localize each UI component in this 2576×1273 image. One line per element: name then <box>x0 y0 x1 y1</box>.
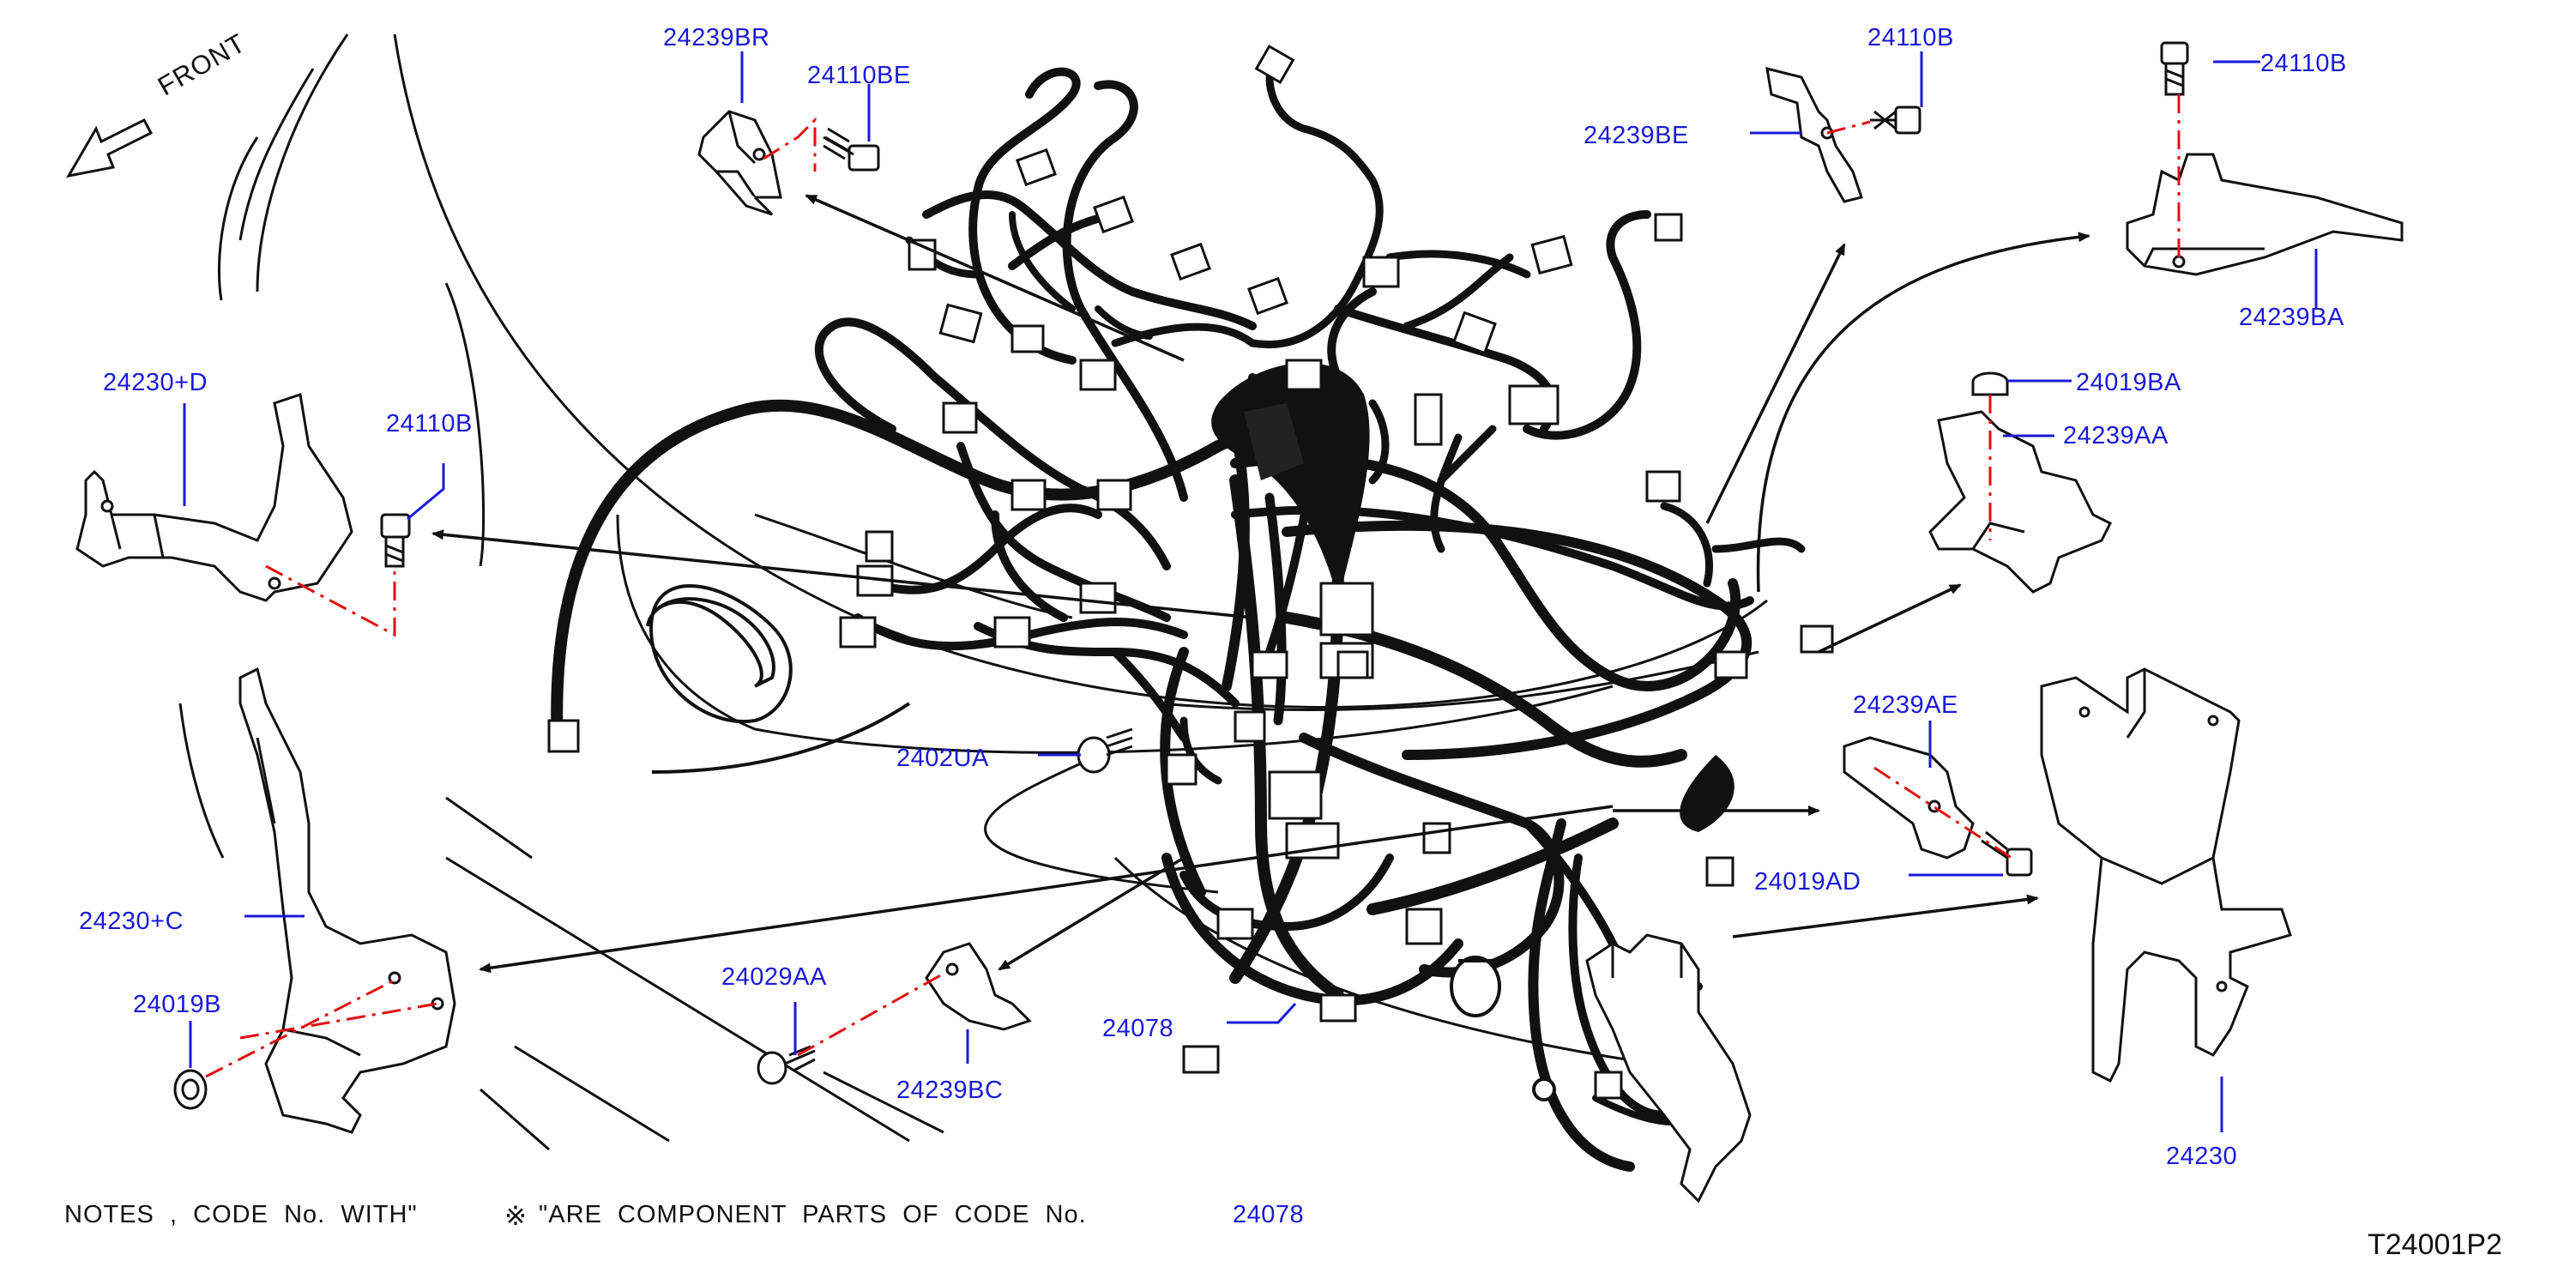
bracket-24239BE <box>1765 66 1863 203</box>
part-label-24110BE: 24110BE <box>807 62 911 89</box>
assembly-dash-lines <box>205 94 2181 1078</box>
harness-connector-cluster <box>1211 362 1734 832</box>
part-label-24239BA: 24239BA <box>2239 304 2344 331</box>
pointer-arrows <box>431 194 2090 974</box>
part-label-24019BA: 24019BA <box>2076 369 2181 396</box>
bolt-24029AA <box>757 1045 816 1085</box>
part-label-2402UA: 2402UA <box>896 745 989 772</box>
bolt-24110B-top <box>1870 106 1921 135</box>
part-label-24029AA: 24029AA <box>721 963 827 991</box>
part-label-24230: 24230 <box>2166 1143 2238 1170</box>
bolt-24019AD <box>1981 830 2033 877</box>
notes-code-number: 24078 <box>1233 1201 1305 1228</box>
bracket-24239AE <box>1843 736 1975 860</box>
part-label-24239AA: 24239AA <box>2063 422 2169 449</box>
bracket-24230 <box>2040 667 2292 1083</box>
bracket-24239BA <box>2126 153 2404 276</box>
bracket-24230D <box>75 393 353 602</box>
part-label-24110B-a: 24110B <box>1867 24 1954 51</box>
part-label-24239BE: 24239BE <box>1584 122 1689 149</box>
part-label-24078: 24078 <box>1102 1015 1174 1042</box>
component-mark-icon: ※ <box>504 1201 528 1231</box>
front-arrow-icon <box>66 118 154 178</box>
bracket-24239BR <box>697 110 782 216</box>
part-label-24239AE: 24239AE <box>1853 691 1958 719</box>
bracket-harness-lower <box>1585 933 1752 1204</box>
part-label-24230C: 24230+C <box>79 908 184 935</box>
harness-connectors <box>547 44 1834 1100</box>
bolt-24110B-left <box>380 513 411 568</box>
illustration-code: T24001P2 <box>2368 1228 2502 1261</box>
part-label-24230D: 24230+D <box>103 369 208 396</box>
bolt-24110BE <box>823 127 880 172</box>
part-label-24019AD: 24019AD <box>1754 868 1861 896</box>
notes-text-continued: "ARE COMPONENT PARTS OF CODE No. <box>539 1201 1087 1228</box>
wiring-harness-24078 <box>551 67 1806 1172</box>
part-label-24239BR: 24239BR <box>663 24 770 51</box>
leader-lines <box>183 51 2318 1132</box>
fuse-box-cover <box>646 584 911 774</box>
bracket-24230C <box>238 667 456 1134</box>
part-label-24239BC: 24239BC <box>896 1077 1004 1104</box>
bracket-24239AA <box>1928 410 2113 594</box>
grommets <box>1450 956 1556 1101</box>
bracket-24239BC <box>925 942 1032 1031</box>
nut-24019B <box>173 1069 208 1110</box>
bolt-24110B-right <box>2160 41 2189 96</box>
part-label-24019B: 24019B <box>133 991 221 1018</box>
nut-24019BA <box>1971 371 2009 396</box>
part-label-24110B-b: 24110B <box>2260 50 2347 77</box>
vehicle-body-outline <box>178 33 1768 1151</box>
part-label-24110B-c: 24110B <box>386 410 473 437</box>
notes-text: NOTES , CODE No. WITH" <box>64 1201 418 1228</box>
